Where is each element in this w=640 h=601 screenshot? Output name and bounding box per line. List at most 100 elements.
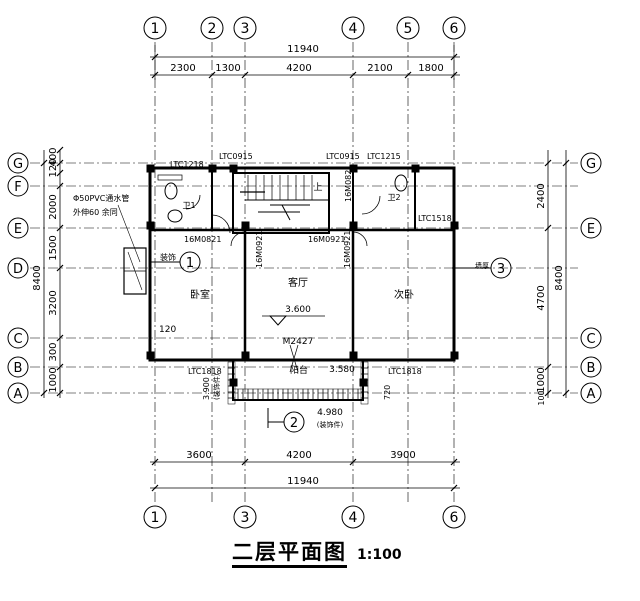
balcony-brick: [247, 388, 254, 401]
dim-right-2: 1000: [536, 367, 547, 392]
dim-tick: [544, 224, 552, 232]
balcony-brick: [342, 388, 349, 401]
balcony-brick: [262, 388, 269, 401]
balcony-brick: [287, 388, 294, 401]
dim-right-3: 100: [537, 390, 546, 405]
dim-120: 120: [159, 325, 176, 335]
dim-tick: [544, 389, 552, 397]
dim-left-0: 400: [48, 147, 59, 166]
axis-label-top-6: 6: [450, 21, 459, 37]
axis-label-right-A: A: [587, 387, 596, 402]
column: [359, 378, 368, 387]
leader-pvc: [117, 204, 141, 263]
dim-tick: [208, 71, 216, 79]
column: [349, 221, 358, 230]
door-swing: [185, 194, 201, 210]
room-bath1: 卫1: [182, 201, 195, 210]
axis-label-left-G: G: [13, 157, 23, 172]
balcony-brick: [227, 397, 236, 405]
label-ltc0915-b: LTC0915: [326, 152, 360, 161]
axis-bubble-right-A: [580, 382, 602, 404]
axis-bubble-left-F: [7, 175, 29, 197]
axis-bubble-bottom-4: [341, 505, 365, 529]
label-m0921-a: 16M0921: [255, 231, 264, 268]
label-ltc0915-a: LTC0915: [219, 152, 253, 161]
dim-right-total: 8400: [554, 265, 565, 290]
axis-label-bottom-3: 3: [241, 510, 250, 526]
door-swing: [211, 214, 231, 234]
dim-tick: [56, 334, 64, 342]
dim-tick: [56, 169, 64, 177]
axis-bubble-right-E: [580, 217, 602, 239]
axis-label-left-B: B: [14, 361, 23, 376]
axis-bubble-right-G: [580, 152, 602, 174]
dim-left-3: 1500: [48, 235, 59, 260]
axis-label-top-4: 4: [349, 21, 358, 37]
dim-tick: [56, 182, 64, 190]
room-bedroom-left: 卧室: [190, 288, 210, 301]
label-pvc: Φ50PVC通水管: [73, 193, 129, 203]
elevation-living: 3.600: [285, 305, 311, 315]
axis-label-bottom-4: 4: [349, 510, 358, 526]
label-ltc1818-a: LTC1818: [188, 367, 222, 376]
balcony-brick: [307, 388, 314, 401]
dim-tick: [40, 159, 48, 167]
balcony-brick: [237, 388, 244, 401]
balcony-brick: [257, 388, 264, 401]
balcony-brick: [337, 388, 344, 401]
dim-tick: [450, 458, 458, 466]
balcony-brick: [267, 388, 274, 401]
elevation-left-note: (装饰件): [212, 373, 221, 400]
label-ltc1518: LTC1518: [418, 214, 452, 223]
dim-top-0: 2300: [170, 63, 195, 74]
dim-top-2: 4200: [286, 63, 311, 74]
stair-walls: [232, 172, 330, 234]
balcony-brick: [357, 388, 364, 401]
room-bedroom-right: 次卧: [394, 288, 414, 301]
axis-bubble-bottom-6: [442, 505, 466, 529]
dim-tick: [56, 224, 64, 232]
axis-bubble-left-E: [7, 217, 29, 239]
dim-tick: [450, 484, 458, 492]
dim-720: 720: [383, 385, 392, 400]
label-pvc-note: 外伸60 余同: [73, 207, 118, 217]
section-label-1: 1: [186, 256, 194, 271]
dim-left-total: 8400: [32, 265, 43, 290]
drawing-scale: 1:100: [357, 547, 402, 563]
stair-up-label: 上: [313, 182, 322, 193]
column: [146, 221, 155, 230]
axis-bubble-top-4: [341, 16, 365, 40]
dim-top-total: 11940: [287, 44, 319, 55]
dim-tick: [241, 458, 249, 466]
axis-bubble-right-B: [580, 356, 602, 378]
balcony-brick: [312, 388, 319, 401]
dim-top-4: 1800: [418, 63, 443, 74]
balcony-brick: [282, 388, 289, 401]
dim-tick: [56, 264, 64, 272]
stair-break-z: [281, 204, 291, 221]
axis-label-top-3: 3: [241, 21, 250, 37]
bay-window-diag: [127, 251, 143, 291]
balcony-brick: [322, 388, 329, 401]
balcony-brick: [277, 388, 284, 401]
column: [229, 164, 238, 173]
dim-bottom-0: 3600: [186, 450, 211, 461]
axis-bubble-left-C: [7, 327, 29, 349]
section-label-3: 3: [497, 262, 505, 277]
balcony-brick: [360, 397, 369, 405]
room-living: 客厅: [288, 276, 308, 289]
dim-tick: [404, 71, 412, 79]
label-wall-thick: 墙厚: [475, 261, 489, 270]
axis-bubble-top-2: [200, 16, 224, 40]
dim-tick: [349, 71, 357, 79]
column: [146, 351, 155, 360]
label-m0921-b: 16M0921: [308, 235, 345, 244]
dim-tick: [56, 159, 64, 167]
column: [349, 351, 358, 360]
balcony-brick: [317, 388, 324, 401]
column: [349, 164, 358, 173]
section-label-2: 2: [290, 416, 298, 431]
axis-bubble-right-C: [580, 327, 602, 349]
label-m0921-c: 16M0921: [343, 231, 352, 268]
dim-right-1: 4700: [536, 285, 547, 310]
